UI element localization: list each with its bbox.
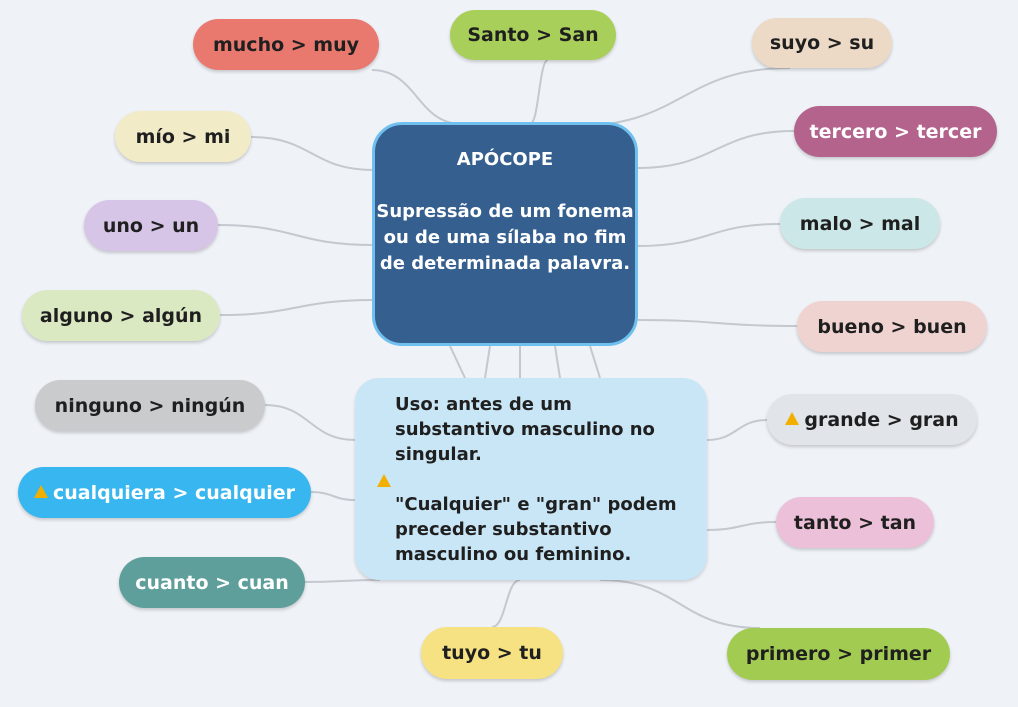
node-label: alguno > algún <box>39 304 203 327</box>
usage-note-text: "Cualquier" e "gran" podem preceder subs… <box>395 494 677 565</box>
node-label: suyo > su <box>769 32 875 54</box>
connector-uno <box>217 224 374 246</box>
connector-center-usage-4 <box>589 345 601 379</box>
connector-suyo <box>574 67 791 127</box>
node-label: uno > un <box>102 214 200 237</box>
node-label: bueno > buen <box>817 315 967 338</box>
node-suyo[interactable]: suyo > su <box>752 18 892 68</box>
node-uno[interactable]: uno > un <box>84 200 218 251</box>
warning-icon <box>785 412 800 425</box>
node-tanto[interactable]: tanto > tan <box>776 497 934 548</box>
usage-rule-text: Uso: antes de um substantivo masculino n… <box>395 394 655 465</box>
node-label: tuyo > tu <box>442 642 542 664</box>
connector-mio <box>250 136 374 171</box>
connector-grande <box>706 419 768 441</box>
node-label: malo > mal <box>799 212 921 235</box>
node-label: cuanto > cuan <box>135 571 289 594</box>
node-label: ninguno > ningún <box>54 394 246 417</box>
usage-rule-node[interactable]: Uso: antes de um substantivo masculino n… <box>355 378 707 580</box>
node-tuyo[interactable]: tuyo > tu <box>421 627 563 679</box>
connector-ninguno <box>264 404 356 441</box>
node-primero[interactable]: primero > primer <box>727 628 950 680</box>
node-grande[interactable]: grande > gran <box>767 394 977 445</box>
connector-alguno <box>219 299 374 316</box>
apocope-definition-node[interactable]: APÓCOPE Supressão de um fonema ou de uma… <box>372 122 638 346</box>
node-tercero[interactable]: tercero > tercer <box>794 106 997 157</box>
connector-center-usage-0 <box>449 345 466 379</box>
node-label: grande > gran <box>804 408 959 431</box>
node-cuanto[interactable]: cuanto > cuan <box>119 557 305 608</box>
connector-santo <box>529 59 549 125</box>
node-label: tercero > tercer <box>809 120 982 143</box>
node-mucho[interactable]: mucho > muy <box>193 19 379 70</box>
apocope-title: APÓCOPE <box>456 149 554 170</box>
connector-center-usage-3 <box>554 345 561 379</box>
connector-cualquiera <box>310 491 356 501</box>
warning-icon <box>377 474 391 487</box>
connector-tanto <box>706 521 777 531</box>
node-label: mío > mi <box>135 125 231 148</box>
node-cualquiera[interactable]: cualquiera > cualquier <box>18 467 311 518</box>
node-santo[interactable]: Santo > San <box>450 10 616 60</box>
connector-tercero <box>637 130 795 169</box>
connector-bueno <box>637 319 798 327</box>
connector-cuanto <box>304 579 381 583</box>
node-bueno[interactable]: bueno > buen <box>797 301 987 352</box>
node-ninguno[interactable]: ninguno > ningún <box>35 380 265 431</box>
connector-malo <box>637 223 781 247</box>
connector-tuyo <box>491 579 521 628</box>
node-label: cualquiera > cualquier <box>52 481 295 504</box>
warning-icon <box>33 485 48 498</box>
connector-mucho <box>371 69 463 125</box>
node-alguno[interactable]: alguno > algún <box>22 290 220 341</box>
node-mio[interactable]: mío > mi <box>115 111 251 162</box>
node-malo[interactable]: malo > mal <box>780 198 940 249</box>
connector-center-usage-1 <box>484 345 491 379</box>
node-label: primero > primer <box>745 643 932 665</box>
node-label: tanto > tan <box>793 511 917 534</box>
apocope-definition: Supressão de um fonema ou de uma sílaba … <box>376 201 634 274</box>
node-label: mucho > muy <box>212 33 360 56</box>
connector-primero <box>599 579 761 629</box>
node-label: Santo > San <box>467 24 599 46</box>
